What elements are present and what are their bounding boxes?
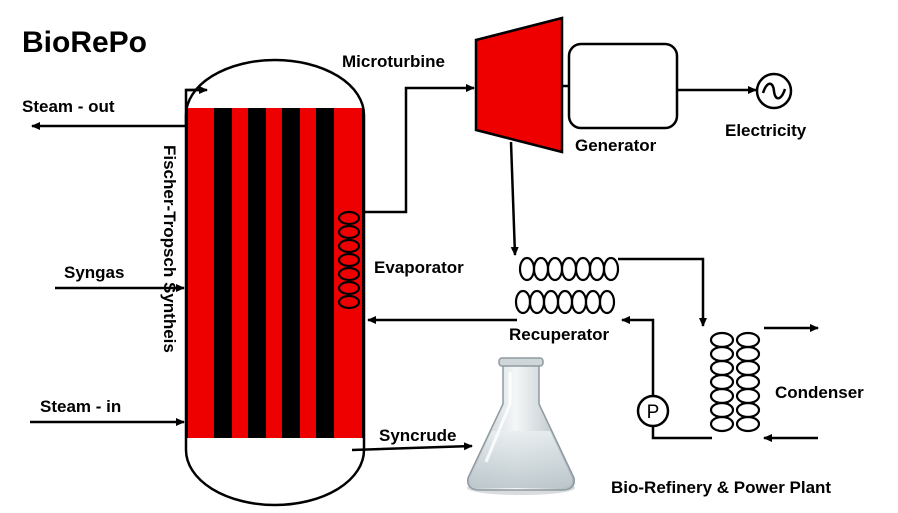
steam-out-label: Steam - out: [22, 97, 115, 116]
syncrude-label: Syncrude: [379, 426, 456, 445]
steam-in-label: Steam - in: [40, 397, 121, 416]
diagram-title: BioRePo: [22, 26, 147, 59]
electricity-label: Electricity: [725, 121, 807, 140]
generator-box: [567, 42, 679, 130]
erlenmeyer-flask-icon: [467, 357, 575, 495]
pump-symbol: P: [636, 394, 670, 428]
plant-label: Bio-Refinery & Power Plant: [611, 478, 831, 497]
reactor-label: Fischer-Tropsch Syntheis: [160, 145, 179, 353]
recuperator-coil-upper: [518, 256, 620, 282]
reactor-tube: [266, 108, 282, 438]
fischer-tropsch-reactor: Fischer-Tropsch Syntheis: [160, 58, 366, 507]
pump-to-recuperator-line: [621, 316, 712, 440]
microturbine-shape: [474, 16, 564, 154]
recuperator-to-condenser-line: [618, 257, 707, 327]
recuperator-coil-lower: [514, 289, 616, 315]
evaporator-to-turbine-line: [364, 84, 475, 214]
evaporator-coil: [337, 210, 361, 310]
condenser-coil: [709, 331, 761, 433]
reactor-tube: [188, 108, 214, 438]
alternating-current-icon: [755, 72, 793, 110]
recuperator-label: Recuperator: [509, 325, 610, 344]
microturbine-label: Microturbine: [342, 52, 445, 71]
reactor-tube: [300, 108, 316, 438]
pump-label: P: [647, 402, 660, 423]
condenser-label: Condenser: [775, 383, 864, 402]
evaporator-label: Evaporator: [374, 258, 464, 277]
syncrude-outlet-line: [351, 442, 473, 452]
generator-label: Generator: [575, 136, 657, 155]
turbine-exhaust-line: [509, 141, 519, 256]
reactor-tube: [232, 108, 248, 438]
syngas-label: Syngas: [64, 263, 124, 282]
